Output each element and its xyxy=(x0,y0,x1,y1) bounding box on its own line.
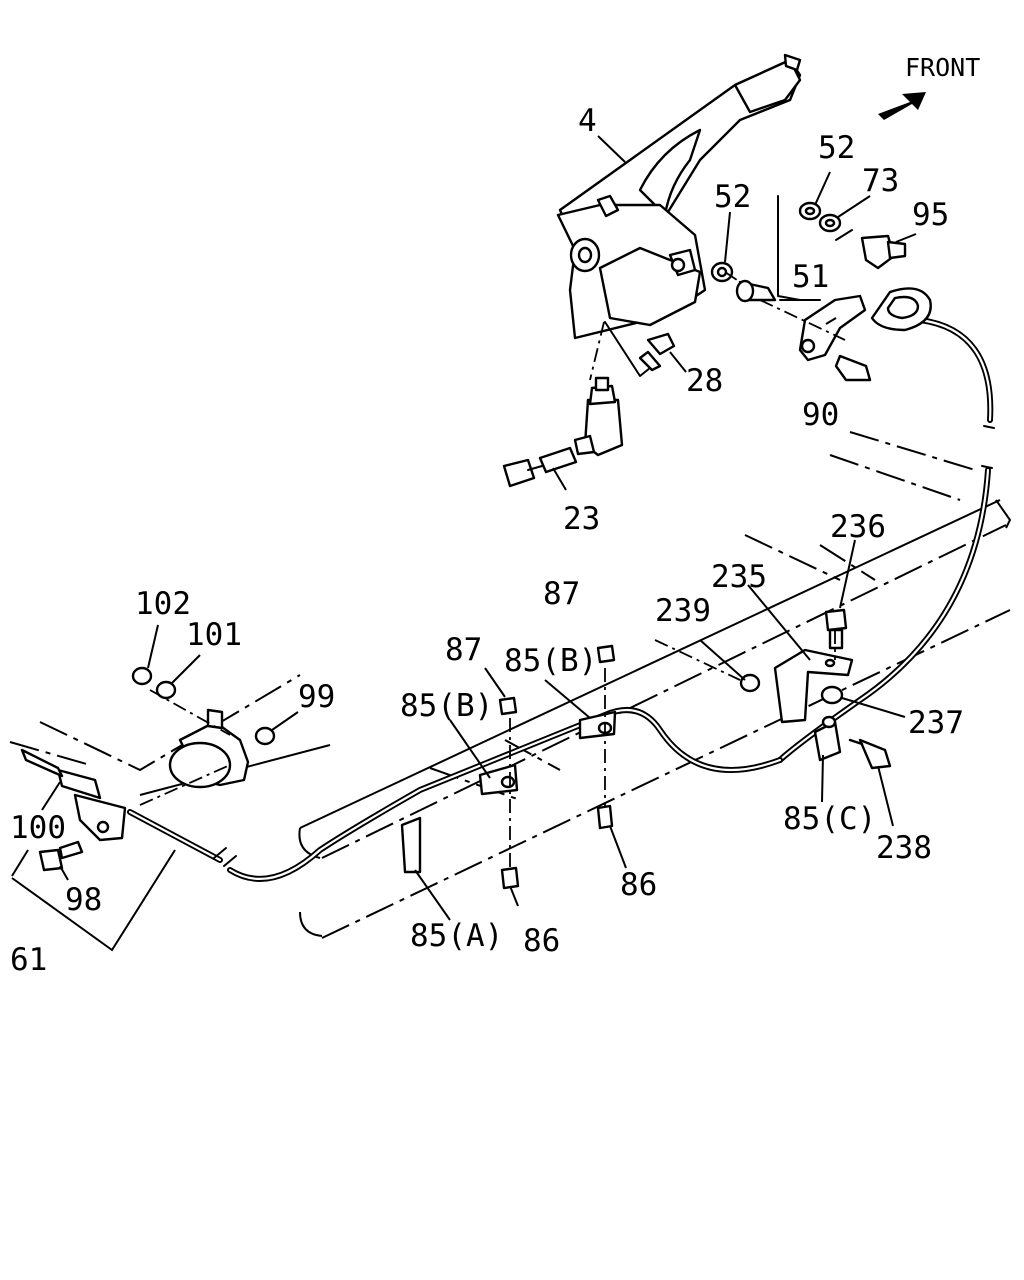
front-direction-indicator: FRONT xyxy=(878,53,980,120)
part-label-85b-left: 85(B) xyxy=(400,688,493,724)
part-label-95: 95 xyxy=(912,197,949,233)
cable-bracket xyxy=(739,608,892,770)
front-label: FRONT xyxy=(905,53,980,82)
brake-switch xyxy=(502,376,624,488)
part-label-52-lower: 52 xyxy=(714,179,751,215)
cable-clips xyxy=(400,644,842,890)
part-label-61: 61 xyxy=(10,942,47,978)
part-label-102: 102 xyxy=(135,586,191,622)
part-label-28: 28 xyxy=(686,363,723,399)
part-label-237: 237 xyxy=(908,705,964,741)
part-label-87-right: 87 xyxy=(543,576,580,612)
part-label-238: 238 xyxy=(876,830,932,866)
part-label-86-right: 86 xyxy=(620,867,657,903)
leader-lines xyxy=(11,135,917,952)
part-label-99: 99 xyxy=(298,679,335,715)
part-label-239: 239 xyxy=(655,593,711,629)
brake-cable xyxy=(127,317,995,882)
part-label-90: 90 xyxy=(802,397,839,433)
part-label-86-left: 86 xyxy=(523,923,560,959)
part-label-73: 73 xyxy=(862,163,899,199)
part-label-23: 23 xyxy=(563,501,600,537)
part-label-85c: 85(C) xyxy=(783,801,876,837)
part-label-52-upper: 52 xyxy=(818,130,855,166)
part-label-235: 235 xyxy=(711,559,767,595)
part-label-100: 100 xyxy=(10,810,66,846)
part-label-87-left: 87 xyxy=(445,632,482,668)
part-label-236: 236 xyxy=(830,509,886,545)
assembly-lines xyxy=(139,195,846,868)
part-labels: 4 52 52 73 95 51 28 90 23 236 235 239 87… xyxy=(10,103,964,978)
rear-brake-unit xyxy=(20,666,276,872)
part-label-98: 98 xyxy=(65,882,102,918)
part-label-85b-right: 85(B) xyxy=(504,643,597,679)
parking-brake-lever xyxy=(556,53,802,340)
lever-hardware xyxy=(638,201,932,382)
part-label-101: 101 xyxy=(186,617,242,653)
part-label-51: 51 xyxy=(792,259,829,295)
part-label-85a: 85(A) xyxy=(410,918,503,954)
chassis-frame xyxy=(9,431,1012,939)
part-label-4: 4 xyxy=(578,103,597,139)
front-arrow-icon xyxy=(878,92,926,120)
